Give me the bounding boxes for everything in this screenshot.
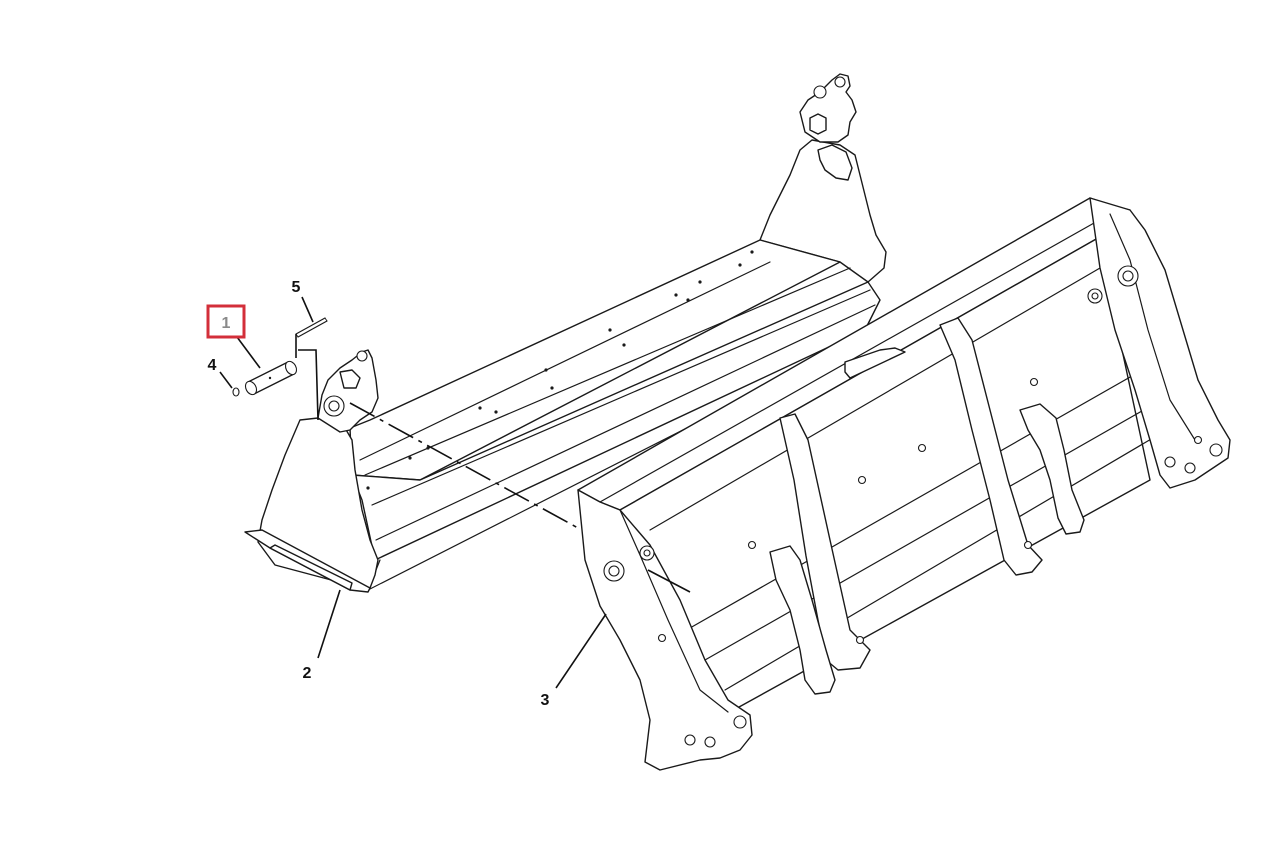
bucket-narrow-right-lug [817, 144, 853, 181]
bucket-wide [577, 197, 1231, 771]
callout-4[interactable]: 4 [208, 357, 217, 374]
bucket-narrow-right-plate [759, 139, 887, 283]
bucket-wide-left-plate [577, 489, 753, 771]
bucket-narrow-floor [351, 281, 881, 561]
callout-2[interactable]: 2 [303, 665, 312, 682]
callout-5[interactable]: 5 [292, 279, 301, 296]
bucket-narrow [244, 73, 887, 593]
callout-3[interactable]: 3 [541, 692, 550, 709]
bolt-hole-row [366, 250, 754, 490]
retaining-rod [295, 317, 328, 338]
hinge-hole [356, 350, 368, 362]
bucket-wide-rib [1019, 403, 1085, 535]
pin-assembly [232, 317, 328, 421]
bucket-wide-rib [779, 413, 871, 671]
bucket-wide-rib [939, 317, 1043, 576]
bucket-wide-rib [769, 545, 836, 695]
callout-1-highlight-box [206, 304, 246, 339]
wear-bolts [747, 377, 1039, 645]
hinge-hole [834, 76, 846, 88]
washer [232, 387, 240, 397]
leader-lines [219, 296, 607, 689]
hinge-hole [813, 85, 827, 99]
bucket-narrow-right-hinge [799, 73, 857, 143]
callout-1[interactable]: 1 [222, 315, 231, 332]
